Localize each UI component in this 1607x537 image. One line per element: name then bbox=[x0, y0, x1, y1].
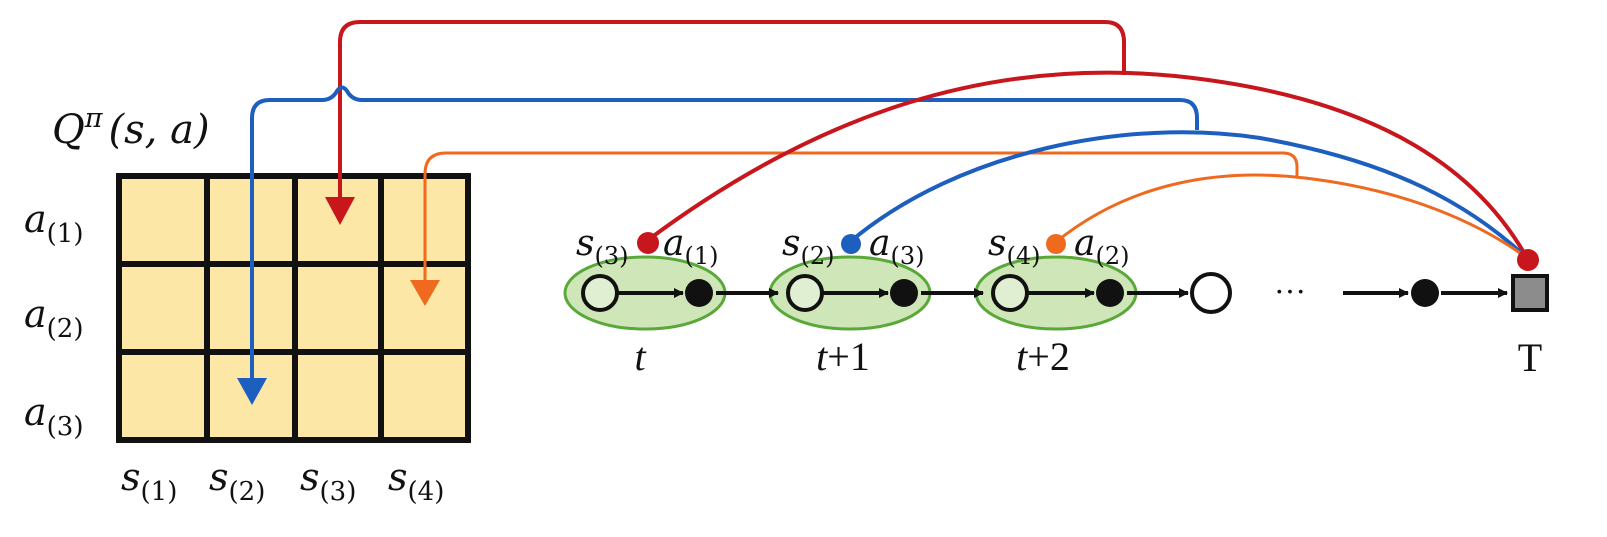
q-table-grid-lines bbox=[116, 173, 471, 443]
terminal-return-dot bbox=[1517, 249, 1539, 271]
orange-return-curve bbox=[1055, 173, 1528, 260]
action-nodes bbox=[685, 279, 1439, 307]
time-label-t2: t+2 bbox=[1016, 334, 1070, 379]
time-label-t: t bbox=[634, 334, 646, 379]
row-label-a2: a(2) bbox=[24, 292, 84, 344]
state-label-t1: s(2) bbox=[782, 223, 834, 270]
blue-update-bracket bbox=[250, 85, 1199, 388]
blue-step-dot bbox=[841, 234, 861, 254]
action-label-t2: a(2) bbox=[1074, 223, 1129, 270]
row-label-a3: a(3) bbox=[24, 390, 84, 442]
ellipsis: ··· bbox=[1274, 273, 1306, 309]
update-brackets bbox=[250, 20, 1299, 388]
return-curves bbox=[646, 70, 1529, 260]
endpoint-dots bbox=[637, 232, 1539, 271]
terminal-label: T bbox=[1518, 335, 1542, 380]
col-label-s3: s(3) bbox=[300, 455, 356, 507]
update-arrowheads bbox=[237, 197, 440, 405]
action-node-last bbox=[1411, 279, 1439, 307]
pi-superscript: π bbox=[84, 103, 104, 134]
state-node-t2 bbox=[991, 274, 1029, 312]
action-node-t2 bbox=[1096, 279, 1124, 307]
col-label-s2: s(2) bbox=[209, 455, 265, 507]
terminal-node bbox=[1511, 274, 1549, 312]
orange-step-dot bbox=[1046, 234, 1066, 254]
row-label-a1: a(1) bbox=[24, 197, 84, 249]
red-return-curve bbox=[646, 70, 1529, 259]
red-update-bracket bbox=[338, 20, 1126, 205]
q-table bbox=[116, 173, 471, 443]
red-step-dot bbox=[637, 232, 659, 254]
row-labels: a(1) a(2) a(3) bbox=[24, 197, 84, 442]
action-node-t bbox=[685, 279, 713, 307]
state-node-t bbox=[581, 274, 619, 312]
blue-return-curve bbox=[849, 130, 1529, 260]
column-labels: s(1) s(2) s(3) s(4) bbox=[121, 455, 444, 507]
action-label-t: a(1) bbox=[663, 223, 718, 270]
blue-arrowhead bbox=[237, 378, 267, 405]
time-label-t1: t+1 bbox=[816, 334, 870, 379]
state-label-t: s(3) bbox=[576, 223, 628, 270]
step-labels: s(3) a(1) s(2) a(3) s(4) a(2) bbox=[576, 223, 1129, 270]
state-node-t1 bbox=[786, 274, 824, 312]
state-nodes bbox=[581, 272, 1232, 314]
state-label-t2: s(4) bbox=[988, 223, 1040, 270]
time-labels: t t+1 t+2 bbox=[634, 334, 1069, 379]
action-label-t1: a(3) bbox=[869, 223, 924, 270]
col-label-s1: s(1) bbox=[121, 455, 177, 507]
action-node-t1 bbox=[890, 279, 918, 307]
q-symbol: Q bbox=[52, 107, 85, 153]
orange-arrowhead bbox=[410, 280, 440, 306]
state-node-t3 bbox=[1190, 272, 1232, 314]
q-arguments: (s, a) bbox=[109, 107, 210, 153]
q-function-title: Qπ(s, a) bbox=[52, 103, 210, 153]
trajectory: ··· T bbox=[563, 255, 1549, 380]
col-label-s4: s(4) bbox=[388, 455, 444, 507]
orange-update-bracket bbox=[423, 151, 1299, 290]
red-arrowhead bbox=[325, 197, 355, 225]
